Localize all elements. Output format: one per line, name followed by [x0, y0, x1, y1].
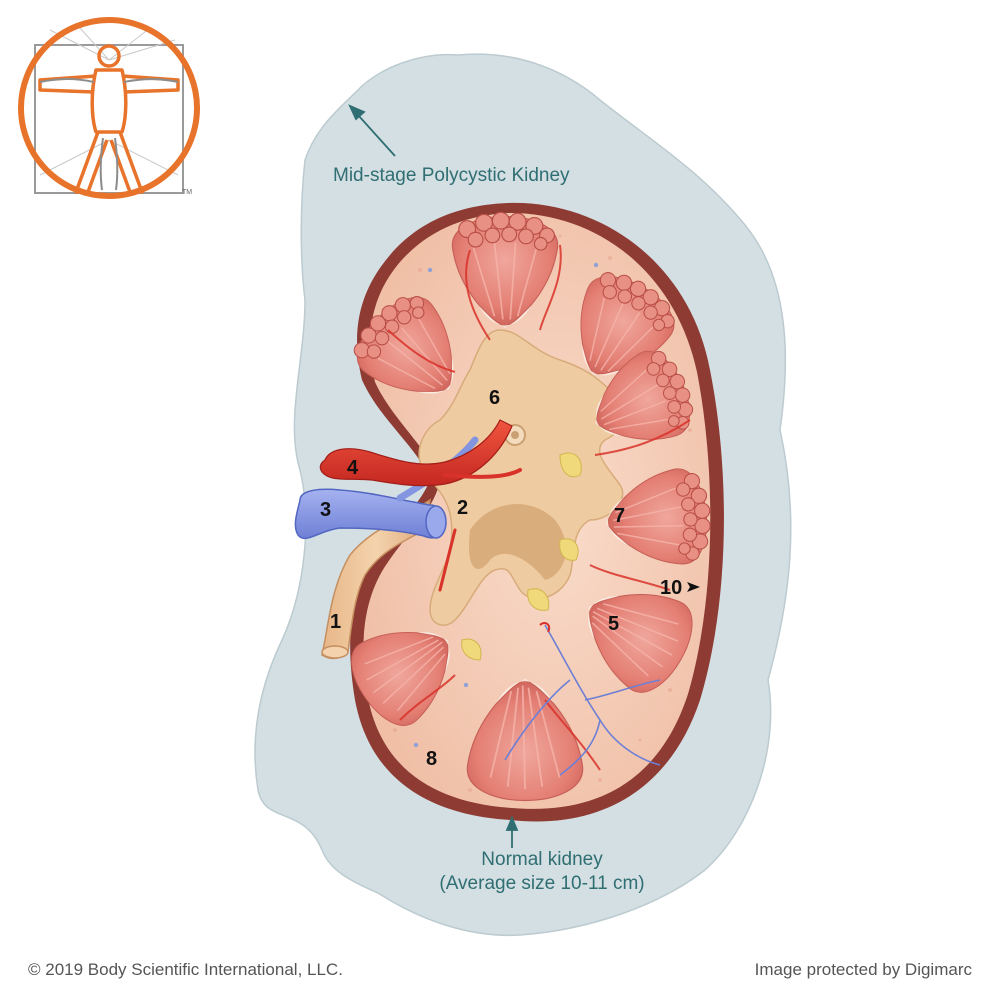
- normal-kidney-size-caption: (Average size 10-11 cm): [439, 873, 644, 894]
- polycystic-caption-arrow-icon: [348, 104, 396, 157]
- label-10-arrow-icon: [687, 582, 700, 592]
- vitruvian-man-logo-icon: [18, 17, 200, 199]
- trademark-mark: TM: [182, 189, 192, 196]
- digimarc-notice: Image protected by Digimarc: [754, 960, 972, 979]
- label-7: 7: [614, 505, 625, 527]
- label-2: 2: [457, 497, 468, 519]
- copyright-notice: © 2019 Body Scientific International, LL…: [28, 960, 343, 979]
- label-10: 10: [660, 577, 682, 599]
- normal-kidney-caption: Normal kidney: [481, 849, 603, 870]
- normal-kidney: [337, 202, 724, 822]
- label-6: 6: [489, 387, 500, 409]
- label-1: 1: [330, 611, 341, 633]
- renal-artery: [319, 419, 513, 487]
- label-5: 5: [608, 613, 619, 635]
- normal-caption-arrow-icon: [505, 815, 519, 848]
- polycystic-caption: Mid-stage Polycystic Kidney: [333, 165, 570, 186]
- label-3: 3: [320, 499, 331, 521]
- label-4: 4: [347, 457, 359, 479]
- label-8: 8: [426, 748, 437, 770]
